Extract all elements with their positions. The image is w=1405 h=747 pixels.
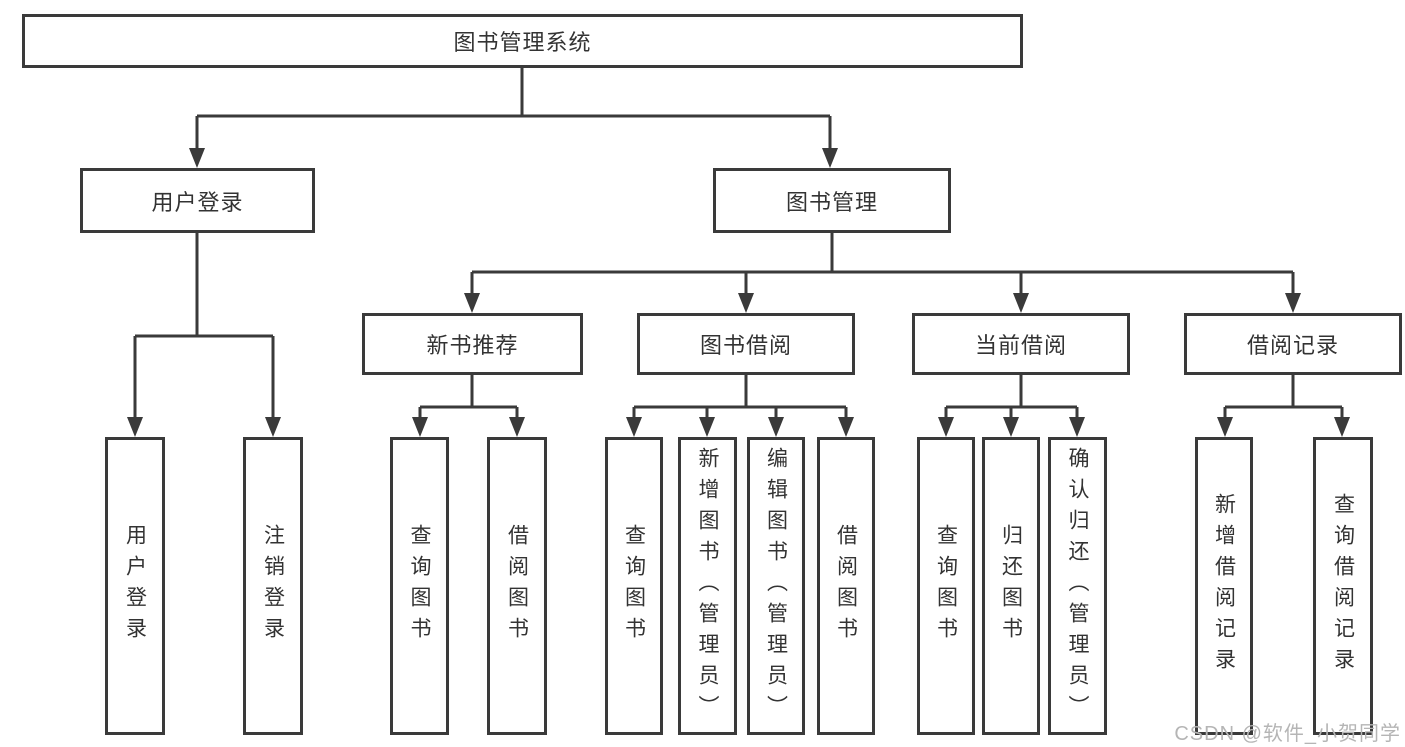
- node-borrow-records: 借阅记录: [1184, 313, 1402, 375]
- leaf-borrow-add-books-admin: 新增图书（管理员）: [678, 437, 737, 735]
- leaf-current-confirm-return-admin: 确认归还（管理员）: [1048, 437, 1107, 735]
- leaf-current-search-books-label: 查询图书: [934, 524, 958, 648]
- leaf-borrow-search-books: 查询图书: [605, 437, 663, 735]
- arrowheads: [127, 148, 1350, 437]
- leaf-logout-login-label: 注销登录: [261, 524, 285, 648]
- node-user-login: 用户登录: [80, 168, 315, 233]
- edge-records-to-leaves: [1223, 375, 1344, 419]
- leaf-borrow-edit-books-admin: 编辑图书（管理员）: [747, 437, 805, 735]
- leaf-borrow-borrow-books: 借阅图书: [817, 437, 875, 735]
- edge-root-to-level2: [195, 68, 832, 150]
- node-borrow-records-label: 借阅记录: [1246, 333, 1339, 358]
- node-new-book-recommend: 新书推荐: [362, 313, 583, 375]
- node-new-book-recommend-label: 新书推荐: [426, 333, 519, 358]
- leaf-user-login-label: 用户登录: [123, 524, 147, 648]
- leaf-records-search-record-label: 查询借阅记录: [1331, 493, 1355, 679]
- leaf-records-add-record-label: 新增借阅记录: [1212, 493, 1236, 679]
- leaf-borrow-edit-books-admin-label: 编辑图书（管理员）: [764, 446, 788, 726]
- csdn-watermark: CSDN @软件_小贺同学: [1174, 723, 1401, 745]
- node-book-borrow: 图书借阅: [637, 313, 855, 375]
- leaf-newbooks-search-books: 查询图书: [390, 437, 449, 735]
- node-book-management: 图书管理: [713, 168, 951, 233]
- leaf-borrow-search-books-label: 查询图书: [622, 524, 646, 648]
- leaf-borrow-borrow-books-label: 借阅图书: [834, 524, 858, 648]
- edge-newbooks-to-leaves: [418, 375, 519, 419]
- leaf-newbooks-search-books-label: 查询图书: [408, 524, 431, 648]
- leaf-current-confirm-return-admin-label: 确认归还（管理员）: [1066, 446, 1089, 726]
- node-book-borrow-label: 图书借阅: [699, 333, 792, 358]
- leaf-current-return-books-label: 归还图书: [999, 524, 1023, 648]
- node-user-login-label: 用户登录: [151, 189, 244, 215]
- leaf-records-add-record: 新增借阅记录: [1195, 437, 1253, 735]
- leaf-logout-login: 注销登录: [243, 437, 303, 735]
- leaf-current-return-books: 归还图书: [982, 437, 1040, 735]
- node-current-borrow-label: 当前借阅: [974, 333, 1067, 358]
- leaf-borrow-add-books-admin-label: 新增图书（管理员）: [696, 446, 719, 726]
- edge-current-to-leaves: [944, 375, 1079, 419]
- edge-userlogin-to-leaves: [133, 233, 275, 419]
- leaf-user-login: 用户登录: [105, 437, 165, 735]
- edge-bookmgmt-to-level3: [470, 233, 1295, 296]
- node-book-management-label: 图书管理: [785, 189, 878, 215]
- leaf-newbooks-borrow-books-label: 借阅图书: [505, 524, 529, 648]
- edge-borrow-to-leaves: [632, 375, 848, 419]
- leaf-newbooks-borrow-books: 借阅图书: [487, 437, 547, 735]
- leaf-current-search-books: 查询图书: [917, 437, 975, 735]
- node-root-label: 图书管理系统: [453, 30, 592, 55]
- node-root: 图书管理系统: [22, 14, 1023, 68]
- node-current-borrow: 当前借阅: [912, 313, 1130, 375]
- leaf-records-search-record: 查询借阅记录: [1313, 437, 1373, 735]
